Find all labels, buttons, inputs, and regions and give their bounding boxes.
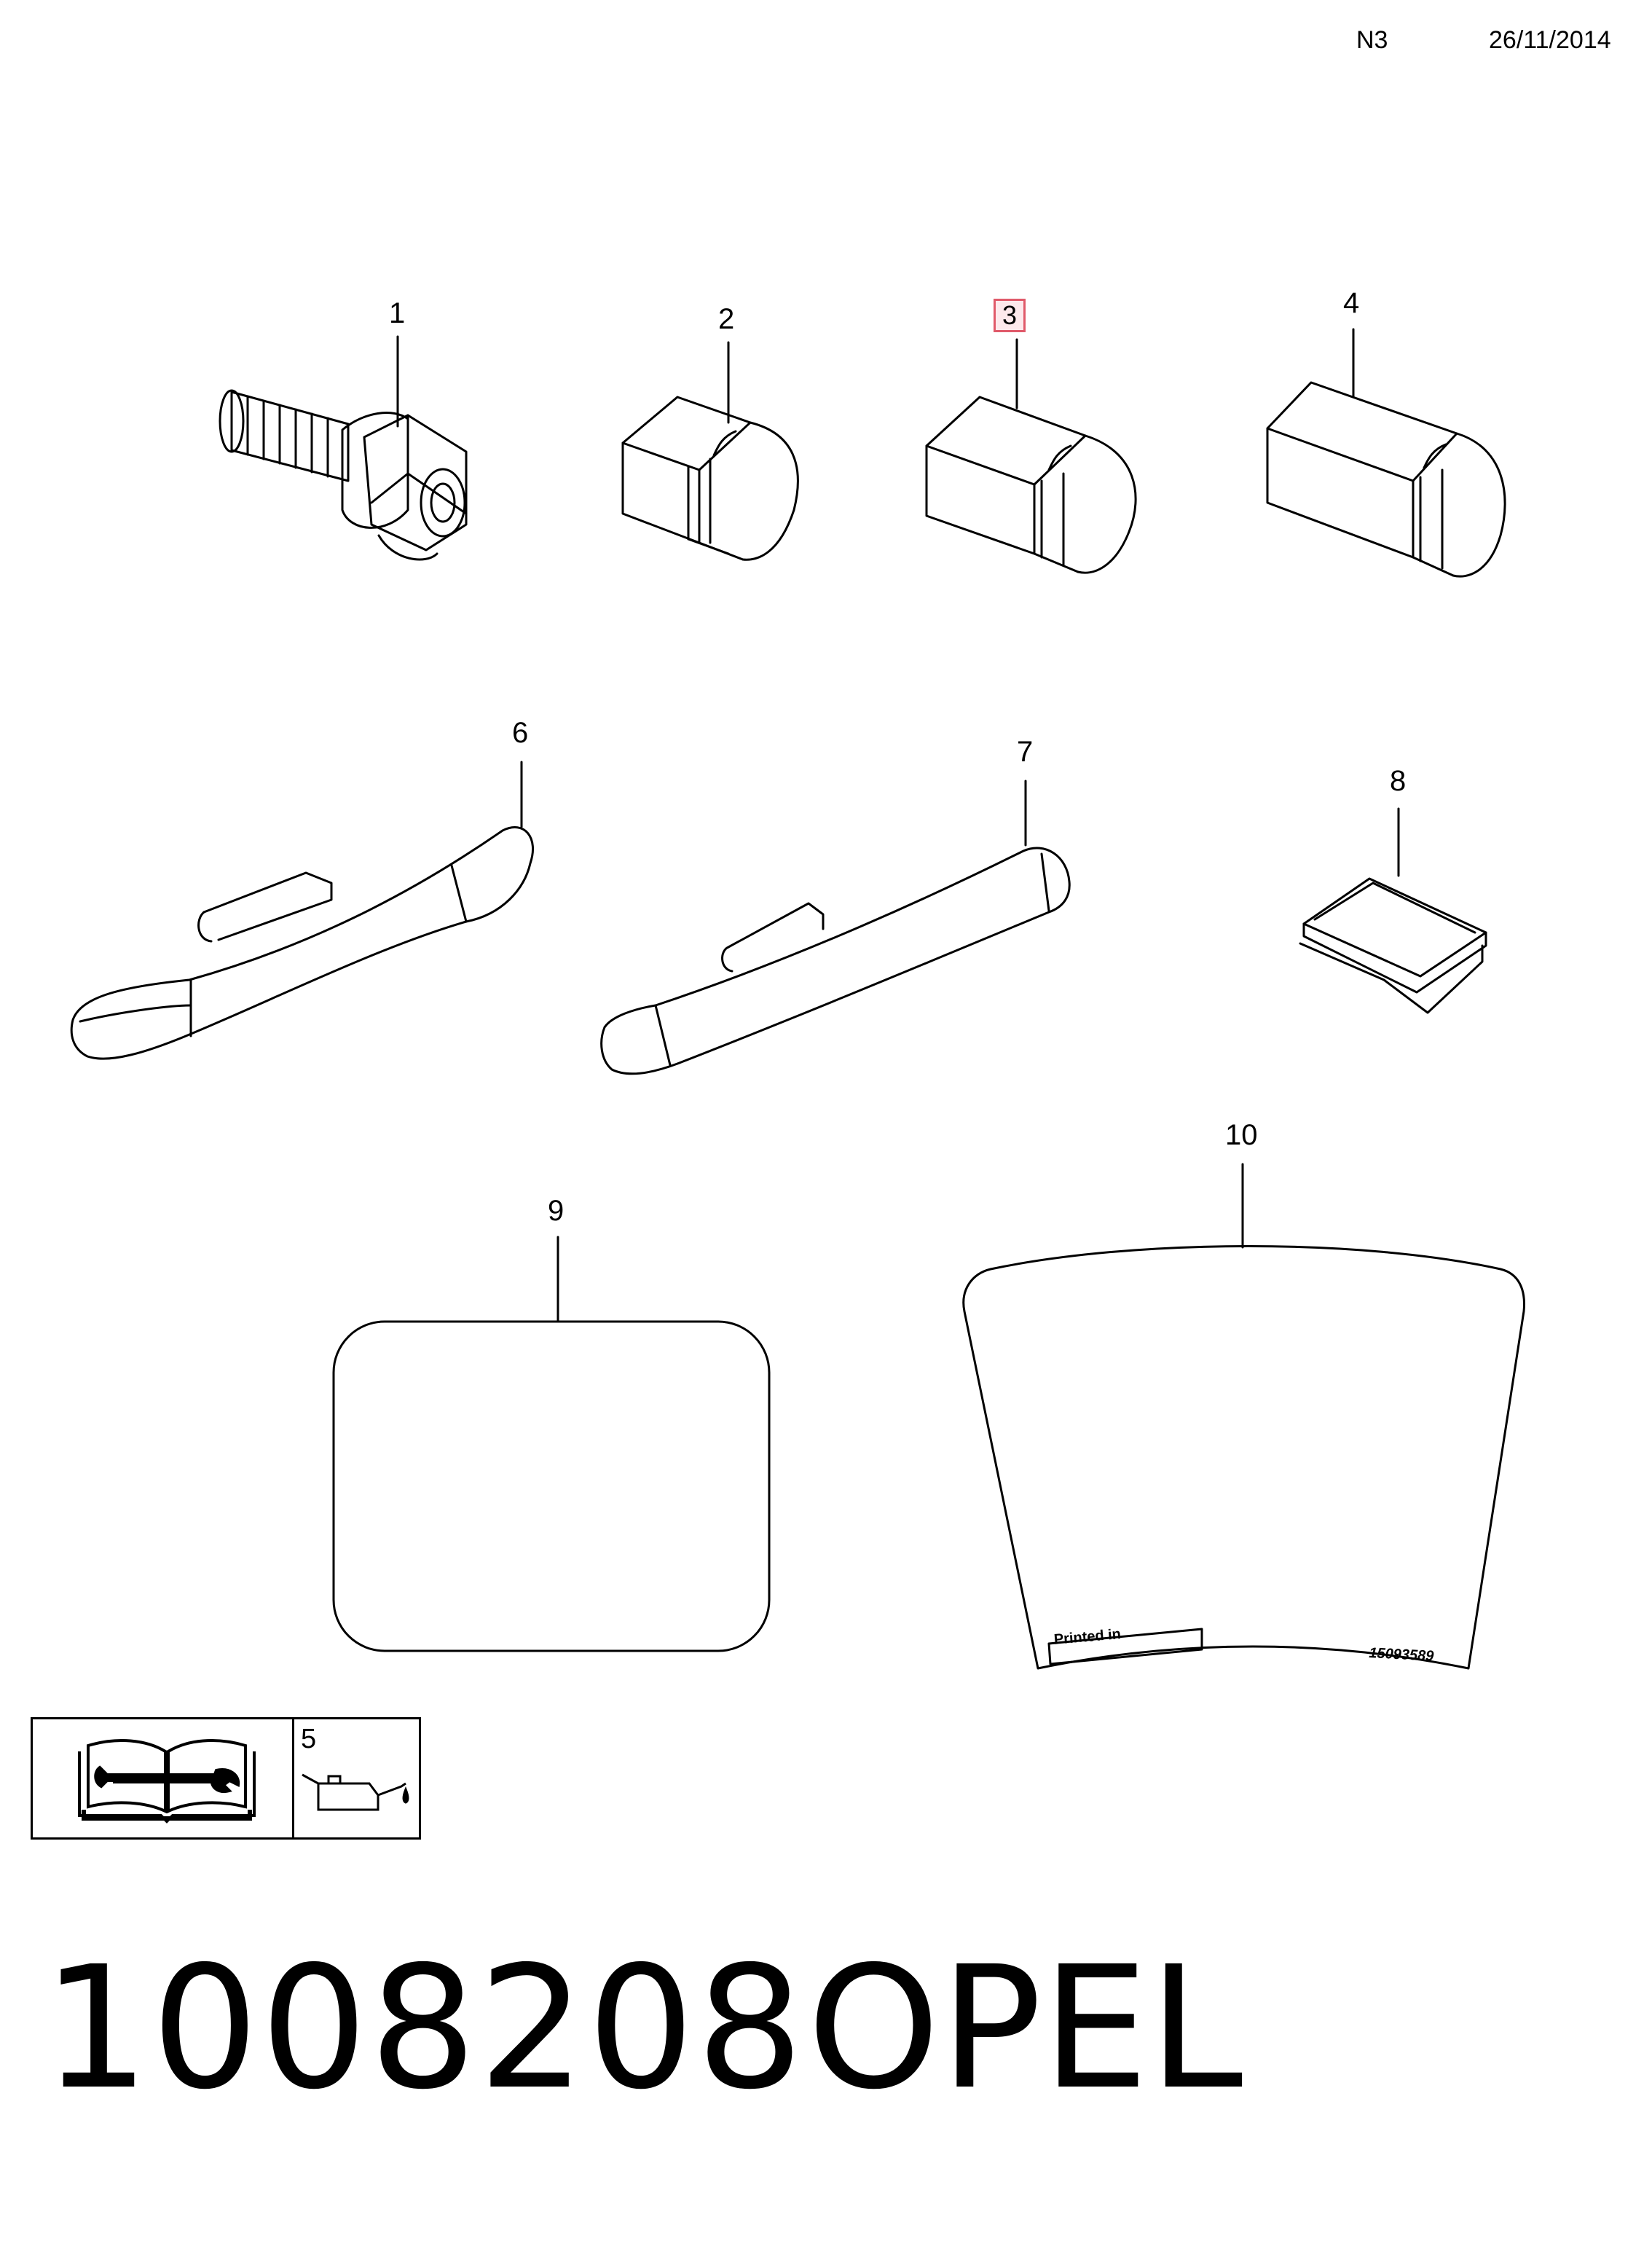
oil-can-icon — [302, 1773, 409, 1811]
part-9-label-plate — [332, 1236, 771, 1652]
part-7-balance-weight — [600, 780, 1071, 1075]
part-1-wheel-bolt — [219, 335, 468, 561]
part-3-bolt-cap — [925, 338, 1137, 574]
part-10-tyre-label — [962, 1163, 1526, 1670]
callout-6: 6 — [512, 717, 529, 749]
part-number: 1008208 — [42, 1930, 806, 2127]
callout-4: 4 — [1343, 287, 1360, 319]
part-2-bolt-cap — [621, 341, 799, 561]
callout-3-highlight: 3 — [994, 299, 1026, 332]
legend-box: 5 — [31, 1717, 421, 1840]
legend-number: 5 — [301, 1724, 317, 1754]
callout-3: 3 — [1002, 300, 1018, 330]
legend-separator — [292, 1719, 294, 1837]
service-manual-icon — [78, 1739, 256, 1824]
part-4-bolt-cap — [1266, 328, 1506, 578]
label-10-code: 15093589 — [1368, 1645, 1434, 1665]
header-date: 26/11/2014 — [1489, 26, 1611, 54]
callout-2: 2 — [718, 303, 735, 335]
callout-8: 8 — [1390, 765, 1407, 797]
brand-name: OPEL — [807, 1930, 1243, 2127]
callout-7: 7 — [1017, 736, 1034, 768]
parts-diagram — [70, 328, 1526, 1670]
callout-1: 1 — [389, 297, 406, 329]
callout-10: 10 — [1225, 1119, 1258, 1151]
part-6-balance-weight — [70, 761, 535, 1060]
header-code: N3 — [1356, 26, 1388, 54]
callout-9: 9 — [548, 1195, 565, 1227]
part-8-adhesive-weight — [1299, 807, 1487, 1014]
